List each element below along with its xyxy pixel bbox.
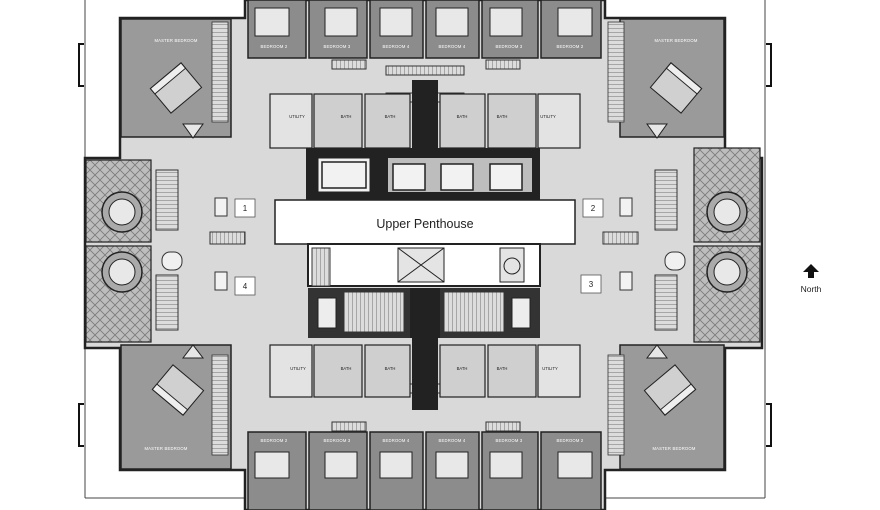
- room-label-bedroom-3: BEDROOM 3: [324, 438, 351, 443]
- upper-service-rooms: UTILITY BATH BATH BATH BATH UTILITY: [269, 80, 581, 149]
- elevator-core: [306, 148, 540, 200]
- room-label-bedroom-4: BEDROOM 4: [383, 44, 410, 49]
- room-label-bath: BATH: [341, 114, 352, 119]
- room-label-utility: UTILITY: [289, 114, 305, 119]
- room-label-bedroom-2: BEDROOM 2: [261, 44, 288, 49]
- room-label-utility: UTILITY: [540, 114, 556, 119]
- master-bedroom-se: MASTER BEDROOM: [607, 344, 725, 470]
- terrace-west-north: [85, 159, 152, 243]
- room-label-bath: BATH: [457, 366, 468, 371]
- room-label-bedroom-2: BEDROOM 2: [557, 438, 584, 443]
- unit-number-2: 2: [591, 204, 596, 213]
- north-arrow-icon: [803, 264, 819, 278]
- room-label-bath: BATH: [385, 114, 396, 119]
- room-label-bath: BATH: [497, 114, 508, 119]
- plan-title: Upper Penthouse: [376, 217, 473, 231]
- room-label-bedroom-2: BEDROOM 2: [557, 44, 584, 49]
- room-label-bedroom-4: BEDROOM 4: [439, 438, 466, 443]
- terrace-east-south: [693, 245, 761, 343]
- unit-number-1: 1: [243, 204, 248, 213]
- unit-number-3: 3: [589, 280, 594, 289]
- room-label-bath: BATH: [385, 366, 396, 371]
- room-label-utility: UTILITY: [290, 366, 306, 371]
- terrace-west-south: [85, 245, 152, 343]
- room-label-master-bedroom: MASTER BEDROOM: [144, 446, 187, 451]
- room-label-bedroom-4: BEDROOM 4: [439, 44, 466, 49]
- room-label-bedroom-3: BEDROOM 3: [324, 44, 351, 49]
- side-fixtures: [155, 169, 686, 331]
- master-bedroom-nw: MASTER BEDROOM: [120, 18, 232, 139]
- unit-numbers: 1 2 3 4: [234, 198, 604, 296]
- room-label-bath: BATH: [497, 366, 508, 371]
- room-label-master-bedroom: MASTER BEDROOM: [652, 446, 695, 451]
- central-lobby: Upper Penthouse: [274, 199, 576, 338]
- bottom-bedrooms: BEDROOM 2 BEDROOM 3 BEDROOM 4 BEDROOM 4 …: [247, 383, 602, 510]
- room-label-bedroom-3: BEDROOM 3: [496, 44, 523, 49]
- terrace-east-north: [693, 147, 761, 243]
- room-label-master-bedroom: MASTER BEDROOM: [154, 38, 197, 43]
- room-label-bedroom-4: BEDROOM 4: [383, 438, 410, 443]
- room-label-bath: BATH: [341, 366, 352, 371]
- room-label-bedroom-3: BEDROOM 3: [496, 438, 523, 443]
- unit-number-4: 4: [243, 282, 248, 291]
- north-label: North: [801, 284, 822, 294]
- room-label-utility: UTILITY: [542, 366, 558, 371]
- room-label-master-bedroom: MASTER BEDROOM: [654, 38, 697, 43]
- master-bedroom-sw: MASTER BEDROOM: [120, 344, 232, 470]
- room-label-bedroom-2: BEDROOM 2: [261, 438, 288, 443]
- lower-service-rooms: UTILITY BATH BATH BATH BATH UTILITY: [269, 335, 581, 410]
- master-bedroom-ne: MASTER BEDROOM: [607, 18, 725, 139]
- north-arrow: North: [801, 264, 822, 294]
- room-label-bath: BATH: [457, 114, 468, 119]
- top-bedrooms: BEDROOM 2 BEDROOM 3 BEDROOM 4 BEDROOM 4 …: [247, 0, 602, 103]
